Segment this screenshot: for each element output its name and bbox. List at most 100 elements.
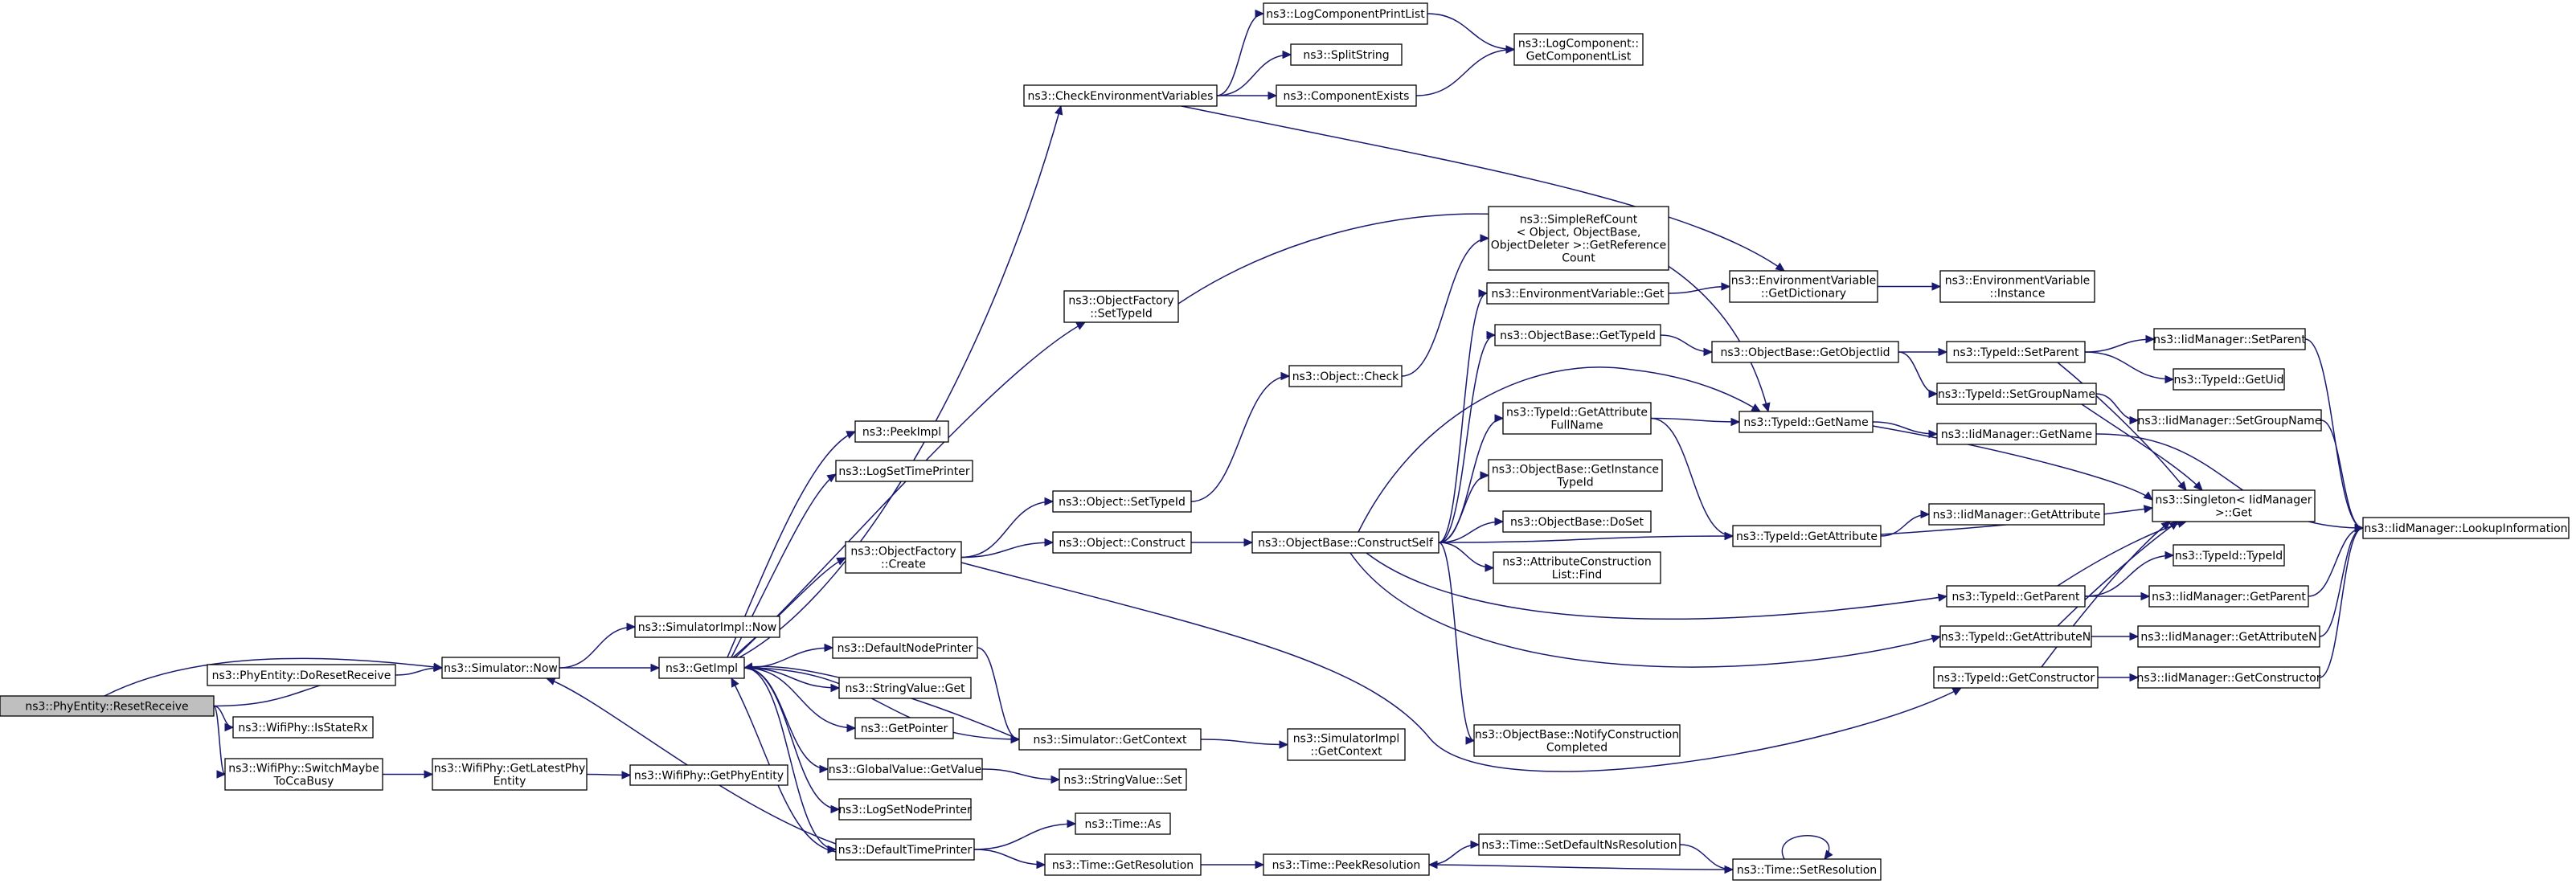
node-deftime[interactable]: ns3::DefaultTimePrinter	[835, 838, 975, 861]
edge-arrowhead	[1931, 634, 1942, 643]
edge-line	[739, 105, 1062, 658]
node-timepeekres[interactable]: ns3::Time::PeekResolution	[1263, 853, 1430, 876]
node-peekimpl[interactable]: ns3::PeekImpl	[854, 420, 949, 443]
node-splitstr[interactable]: ns3::SplitString	[1290, 43, 1403, 66]
node-iidgetattr[interactable]: ns3::IidManager::GetAttribute	[1928, 503, 2105, 526]
node-ofcreate[interactable]: ns3::ObjectFactory::Create	[845, 541, 962, 574]
node-obgetobjtid[interactable]: ns3::ObjectBase::GetObjectIid	[1711, 341, 1899, 363]
edge-arrowhead	[2169, 521, 2179, 530]
edge-line	[731, 677, 837, 853]
node-timeas[interactable]: ns3::Time::As	[1075, 812, 1171, 835]
node-timesetdef[interactable]: ns3::Time::SetDefaultNsResolution	[1478, 833, 1681, 856]
node-label: ns3::WifiPhy::IsStateRx	[238, 722, 367, 735]
node-obgettypeid[interactable]: ns3::ObjectBase::GetTypeId	[1494, 324, 1661, 346]
node-isstaterx[interactable]: ns3::WifiPhy::IsStateRx	[232, 716, 374, 739]
node-strset[interactable]: ns3::StringValue::Set	[1059, 768, 1187, 791]
node-getpointer[interactable]: ns3::GetPointer	[854, 717, 954, 739]
node-label: ns3::TypeId::GetAttribute	[1506, 407, 1648, 419]
node-simplerefcount[interactable]: ns3::SimpleRefCount< Object, ObjectBase,…	[1488, 206, 1669, 271]
node-label: ToCcaBusy	[273, 776, 334, 788]
node-label: ns3::StringValue::Get	[845, 682, 965, 695]
node-simgetctx[interactable]: ns3::Simulator::GetContext	[1018, 728, 1202, 751]
node-tidsetgroup[interactable]: ns3::TypeId::SetGroupName	[1936, 383, 2097, 405]
node-box	[1513, 33, 1644, 66]
node-simnow[interactable]: ns3::Simulator::Now	[441, 657, 560, 679]
edge-root-to-isstaterx	[213, 705, 235, 732]
edge-line	[743, 667, 837, 850]
node-iidlookup[interactable]: ns3::IidManager::LookupInformation	[2362, 517, 2570, 539]
edge-ofcreate-to-objconstruct	[960, 538, 1055, 559]
edge-arrowhead	[626, 622, 637, 632]
edge-arrowhead	[743, 662, 754, 671]
edge-line	[2057, 362, 2187, 491]
node-label: ::Instance	[1990, 288, 2046, 301]
node-tidgetctor[interactable]: ns3::TypeId::GetConstructor	[1933, 666, 2099, 689]
node-box	[1263, 2, 1428, 25]
node-envinst[interactable]: ns3::EnvironmentVariable::Instance	[1939, 270, 2095, 303]
node-tidtypeid[interactable]: ns3::TypeId::TypeId	[2173, 544, 2285, 567]
node-iidsetgroup[interactable]: ns3::IidManager::SetGroupName	[2137, 409, 2322, 432]
node-tidgetattrn[interactable]: ns3::TypeId::GetAttributeN	[1939, 625, 2092, 648]
node-box	[1933, 666, 2099, 689]
node-tidgetparent[interactable]: ns3::TypeId::GetParent	[1946, 585, 2086, 608]
node-logcomplist[interactable]: ns3::LogComponentPrintList	[1263, 2, 1428, 25]
node-label: ::Create	[881, 559, 926, 571]
node-gvget[interactable]: ns3::GlobalValue::GetValue	[827, 758, 983, 780]
edge-getimpl-to-getpointer	[743, 667, 857, 733]
node-tidgetattr[interactable]: ns3::TypeId::GetAttribute	[1732, 525, 1882, 547]
node-doreset[interactable]: ns3::PhyEntity::DoResetReceive	[207, 664, 396, 686]
node-simimplnow[interactable]: ns3::SimulatorImpl::Now	[634, 616, 780, 638]
node-timesetres[interactable]: ns3::Time::SetResolution	[1732, 858, 1882, 881]
node-strget[interactable]: ns3::StringValue::Get	[838, 677, 972, 699]
node-label: ::GetDictionary	[1761, 288, 1846, 301]
node-logcompget[interactable]: ns3::LogComponent::GetComponentList	[1513, 33, 1644, 66]
node-defnode[interactable]: ns3::DefaultNodePrinter	[832, 636, 978, 659]
edge-arrowhead	[1255, 860, 1265, 870]
node-ofsettypeid[interactable]: ns3::ObjectFactory::SetTypeId	[1063, 290, 1179, 323]
node-iidsetparent[interactable]: ns3::IidManager::SetParent	[2153, 328, 2306, 350]
node-label: ns3::ObjectBase::GetObjectIid	[1720, 346, 1890, 359]
edge-line	[960, 562, 1962, 772]
node-getimpl[interactable]: ns3::GetImpl	[658, 657, 745, 679]
node-getphyentity[interactable]: ns3::WifiPhy::GetPhyEntity	[629, 764, 788, 786]
edge-arrowhead	[830, 804, 841, 814]
node-box	[1287, 728, 1406, 761]
edge-arrowhead	[424, 770, 434, 779]
node-logsettime[interactable]: ns3::LogSetTimePrinter	[835, 460, 973, 482]
node-objconstruct[interactable]: ns3::Object::Construct	[1052, 531, 1192, 554]
node-logsetnode[interactable]: ns3::LogSetNodePrinter	[838, 798, 972, 821]
edge-line	[973, 823, 1076, 850]
node-iidgetparent[interactable]: ns3::IidManager::GetParent	[2148, 585, 2309, 608]
node-iidgetattrn[interactable]: ns3::IidManager::GetAttributeN	[2137, 625, 2320, 648]
node-checkenv[interactable]: ns3::CheckEnvironmentVariables	[1023, 84, 1218, 107]
node-envget[interactable]: ns3::EnvironmentVariable::Get	[1486, 282, 1669, 305]
node-singleton[interactable]: ns3::Singleton< IidManager>::Get	[2152, 489, 2316, 522]
node-objcheck[interactable]: ns3::Object::Check	[1288, 365, 1403, 387]
node-label: ns3::IidManager::LookupInformation	[2364, 522, 2567, 535]
node-envgetdict[interactable]: ns3::EnvironmentVariable::GetDictionary	[1729, 270, 1878, 303]
node-obconstructself[interactable]: ns3::ObjectBase::ConstructSelf	[1251, 531, 1440, 554]
node-tidgetuid[interactable]: ns3::TypeId::GetUid	[2173, 368, 2285, 391]
node-iidgetctor[interactable]: ns3::IidManager::GetConstructor	[2136, 666, 2321, 689]
node-timegetres[interactable]: ns3::Time::GetResolution	[1044, 853, 1202, 876]
node-compexists[interactable]: ns3::ComponentExists	[1276, 84, 1417, 107]
node-box	[1946, 341, 2086, 363]
node-tidgetname[interactable]: ns3::TypeId::GetName	[1738, 411, 1874, 433]
node-label: ns3::TypeId::GetName	[1743, 416, 1868, 429]
node-label: ns3::WifiPhy::GetPhyEntity	[634, 770, 784, 783]
node-tidsetparent[interactable]: ns3::TypeId::SetParent	[1946, 341, 2086, 363]
node-root[interactable]: ns3::PhyEntity::ResetReceive	[0, 695, 215, 717]
node-simimplgetctx[interactable]: ns3::SimulatorImpl::GetContext	[1287, 728, 1406, 761]
edge-arrowhead	[1480, 234, 1490, 243]
edge-obconstructself-to-attrfind	[1438, 542, 1495, 572]
node-objsettypeid[interactable]: ns3::Object::SetTypeId	[1052, 490, 1192, 513]
node-iidgetname[interactable]: ns3::IidManager::GetName	[1936, 423, 2097, 445]
node-obnotify[interactable]: ns3::ObjectBase::NotifyConstructionCompl…	[1473, 724, 1681, 757]
node-obdoset[interactable]: ns3::ObjectBase::DoSet	[1502, 510, 1652, 533]
edge-arrowhead	[1480, 471, 1490, 480]
